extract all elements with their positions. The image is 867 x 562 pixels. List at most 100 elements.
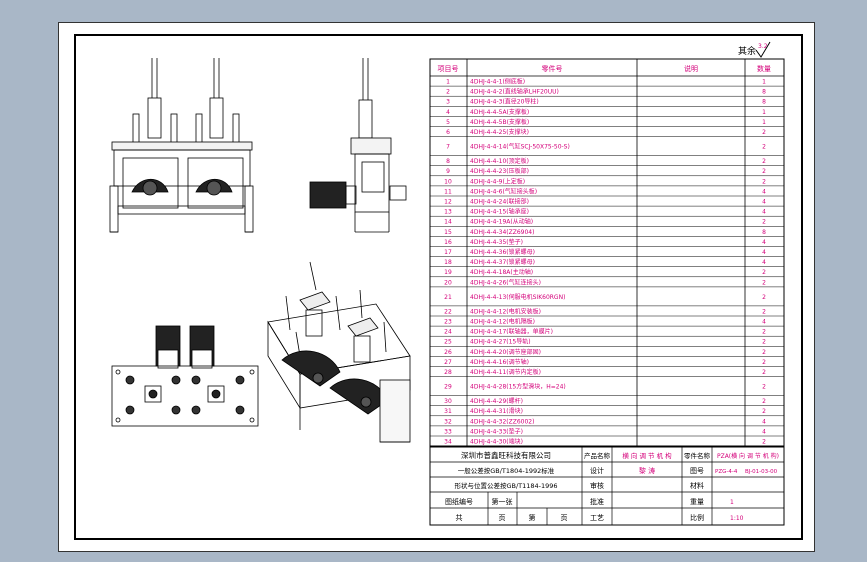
bom-cell-qty: 2 bbox=[762, 329, 766, 336]
bom-cell-no: 5 bbox=[446, 119, 450, 126]
company-name: 深圳市普鑫旺科技有限公司 bbox=[461, 450, 551, 460]
bom-cell-part: 4DHJ-4-4-33(垫子) bbox=[470, 427, 523, 435]
bom-cell-qty: 4 bbox=[762, 249, 766, 256]
bom-cell-no: 11 bbox=[444, 188, 452, 195]
bom-cell-part: 4DHJ-4-4-24(联接部) bbox=[470, 197, 529, 205]
drawing-rev-value: BJ-01-03-00 bbox=[745, 469, 778, 475]
bom-cell-no: 32 bbox=[444, 418, 452, 425]
bom-cell-part: 4DHJ-4-4-29(螺杆) bbox=[470, 397, 523, 405]
bom-cell-part: 4DHJ-4-4-30(端块) bbox=[470, 437, 523, 445]
check-label: 审核 bbox=[590, 481, 604, 490]
bom-cell-part: 4DHJ-4-4-35(垫子) bbox=[470, 238, 523, 246]
bom-cell-part: 4DHJ-4-4-5B(支撑板) bbox=[470, 118, 529, 126]
bom-cell-part: 4DHJ-4-4-2(直线轴承LHF20UU) bbox=[470, 88, 559, 96]
bom-cell-part: 4DHJ-4-4-10(顶定板) bbox=[470, 157, 529, 165]
bom-cell-part: 4DHJ-4-4-11(调节内定板) bbox=[470, 368, 541, 376]
roughness-value: 3.2 bbox=[758, 43, 768, 50]
bom-cell-no: 33 bbox=[444, 428, 452, 435]
side-view bbox=[309, 58, 407, 233]
bom-cell-no: 24 bbox=[444, 329, 452, 336]
bom-cell-qty: 2 bbox=[762, 369, 766, 376]
bom-cell-no: 31 bbox=[444, 408, 452, 415]
bom-cell-part: 4DHJ-4-4-27(15导轨) bbox=[470, 338, 531, 346]
bom-cell-no: 21 bbox=[444, 294, 452, 301]
bom-cell-qty: 8 bbox=[762, 229, 766, 236]
approve-label: 批准 bbox=[590, 497, 604, 506]
process-label: 工艺 bbox=[590, 514, 604, 522]
bom-cell-qty: 8 bbox=[762, 99, 766, 106]
total-label: 共 bbox=[456, 513, 463, 522]
bom-cell-part: 4DHJ-4-4-26(气缸连接头) bbox=[470, 278, 541, 286]
bom-cell-part: 4DHJ-4-4-9(上定板) bbox=[470, 177, 525, 185]
bom-cell-no: 34 bbox=[444, 438, 452, 445]
bom-cell-no: 8 bbox=[446, 158, 450, 165]
page-label-2: 页 bbox=[561, 514, 568, 522]
bom-cell-no: 7 bbox=[446, 144, 450, 151]
bom-cell-qty: 4 bbox=[762, 209, 766, 216]
designer-value: 黎 涛 bbox=[639, 466, 655, 475]
bom-cell-qty: 2 bbox=[762, 408, 766, 415]
bom-header-desc: 说明 bbox=[684, 64, 698, 73]
tolerance-standard-general: 一般公差按GB/T1804-1992标准 bbox=[458, 466, 555, 475]
bom-cell-qty: 2 bbox=[762, 279, 766, 286]
bom-cell-qty: 4 bbox=[762, 428, 766, 435]
bom-cell-qty: 2 bbox=[762, 349, 766, 356]
bom-cell-part: 4DHJ-4-4-15(轴承座) bbox=[470, 208, 529, 216]
bom-cell-part: 4DHJ-4-4-12(电机安装板) bbox=[470, 307, 541, 315]
bom-cell-qty: 2 bbox=[762, 398, 766, 405]
bom-cell-no: 19 bbox=[444, 269, 452, 276]
bom-cell-qty: 4 bbox=[762, 188, 766, 195]
bom-cell-qty: 4 bbox=[762, 239, 766, 246]
bom-cell-qty: 1 bbox=[762, 78, 766, 85]
bom-cell-qty: 1 bbox=[762, 119, 766, 126]
sheet-label: 第一张 bbox=[492, 497, 513, 506]
bom-cell-qty: 4 bbox=[762, 259, 766, 266]
bom-cell-part: 4DHJ-4-4-28(15方型滑块，H=24) bbox=[470, 383, 566, 391]
bom-cell-no: 29 bbox=[444, 384, 452, 391]
bom-cell-qty: 2 bbox=[762, 308, 766, 315]
scale-label: 比例 bbox=[690, 513, 704, 522]
bom-header-no: 项目号 bbox=[438, 65, 459, 73]
bom-cell-no: 17 bbox=[444, 249, 452, 256]
tolerance-standard-form: 形状与位置公差按GB/T1184-1996 bbox=[454, 481, 557, 490]
bom-cell-no: 28 bbox=[444, 369, 452, 376]
bom-cell-no: 25 bbox=[444, 339, 452, 346]
bom-cell-qty: 2 bbox=[762, 359, 766, 366]
bom-cell-no: 18 bbox=[444, 259, 452, 266]
bom-cell-no: 4 bbox=[446, 109, 450, 116]
bom-cell-qty: 2 bbox=[762, 158, 766, 165]
bom-cell-part: 4DHJ-4-4-31(滑块) bbox=[470, 407, 523, 415]
bom-cell-qty: 2 bbox=[762, 269, 766, 276]
bom-cell-part: 4DHJ-4-4-5A(支撑板) bbox=[470, 108, 529, 116]
bom-cell-part: 4DHJ-4-4-23(压板部) bbox=[470, 167, 529, 175]
product-name-label: 产品名称 bbox=[584, 451, 611, 460]
bom-cell-part: 4DHJ-4-4-34(ZZ6904) bbox=[470, 229, 534, 236]
top-view bbox=[111, 325, 259, 427]
bom-cell-no: 9 bbox=[446, 168, 450, 175]
page-label: 页 bbox=[499, 514, 506, 522]
bom-cell-qty: 1 bbox=[762, 109, 766, 116]
weight-label: 重量 bbox=[690, 498, 704, 506]
bom-cell-qty: 4 bbox=[762, 418, 766, 425]
bom-cell-no: 20 bbox=[444, 279, 452, 286]
drawing-border bbox=[74, 34, 803, 540]
bom-cell-part: 4DHJ-4-4-18A(主动轴) bbox=[470, 268, 533, 276]
bom-cell-part: 4DHJ-4-4-13(伺服电机SIK60RGN) bbox=[470, 293, 565, 301]
bom-cell-no: 16 bbox=[444, 239, 452, 246]
bom-cell-part: 4DHJ-4-4-12(电机隔板) bbox=[470, 317, 535, 325]
roughness-symbol: 其余 3.2 bbox=[738, 41, 771, 58]
bom-cell-part: 4DHJ-4-4-3(直径20导柱) bbox=[470, 98, 539, 106]
sheet-no-label: 第 bbox=[529, 513, 536, 522]
bom-cell-no: 22 bbox=[444, 308, 452, 315]
part-name-label: 零件名称 bbox=[684, 451, 711, 460]
bom-cell-part: 4DHJ-4-4-14(气缸SCJ-50X75-50-S) bbox=[470, 143, 570, 151]
bom-cell-qty: 2 bbox=[762, 219, 766, 226]
bom-cell-qty: 2 bbox=[762, 178, 766, 185]
bom-header-qty: 数量 bbox=[757, 64, 771, 73]
title-block: 深圳市普鑫旺科技有限公司 一般公差按GB/T1804-1992标准 形状与位置公… bbox=[429, 446, 785, 526]
bom-cell-part: 4DHJ-4-4-37(锁紧螺母) bbox=[470, 258, 535, 266]
